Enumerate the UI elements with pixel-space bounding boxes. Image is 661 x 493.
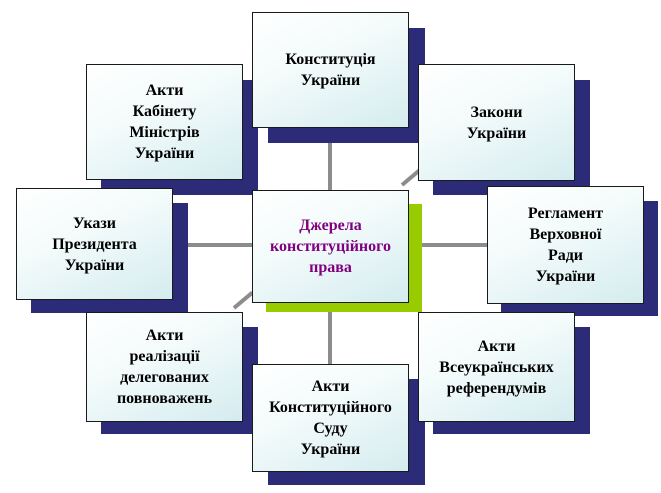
source-laws: Закони України <box>418 64 575 181</box>
source-cabinet-acts: Акти Кабінету Міністрів України <box>86 64 243 180</box>
center-sources-of-constitutional-law: Джерела конституційного права <box>252 190 409 303</box>
connector-left <box>186 243 252 247</box>
connector-top <box>328 128 332 192</box>
source-delegated-powers-acts: Акти реалізації делегованих повноважень <box>86 312 243 422</box>
source-referendum-acts: Акти Всеукраїнських референдумів <box>418 312 575 422</box>
source-constitution: Конституція України <box>252 12 409 128</box>
connector-right <box>410 243 490 247</box>
connector-bottom-left <box>232 291 254 310</box>
source-president-decrees: Укази Президента України <box>16 188 173 300</box>
connector-bottom <box>328 305 332 365</box>
source-constitutional-court-acts: Акти Конституційного Суду України <box>252 364 409 472</box>
source-rada-regulations: Регламент Верховної Ради України <box>487 186 644 304</box>
